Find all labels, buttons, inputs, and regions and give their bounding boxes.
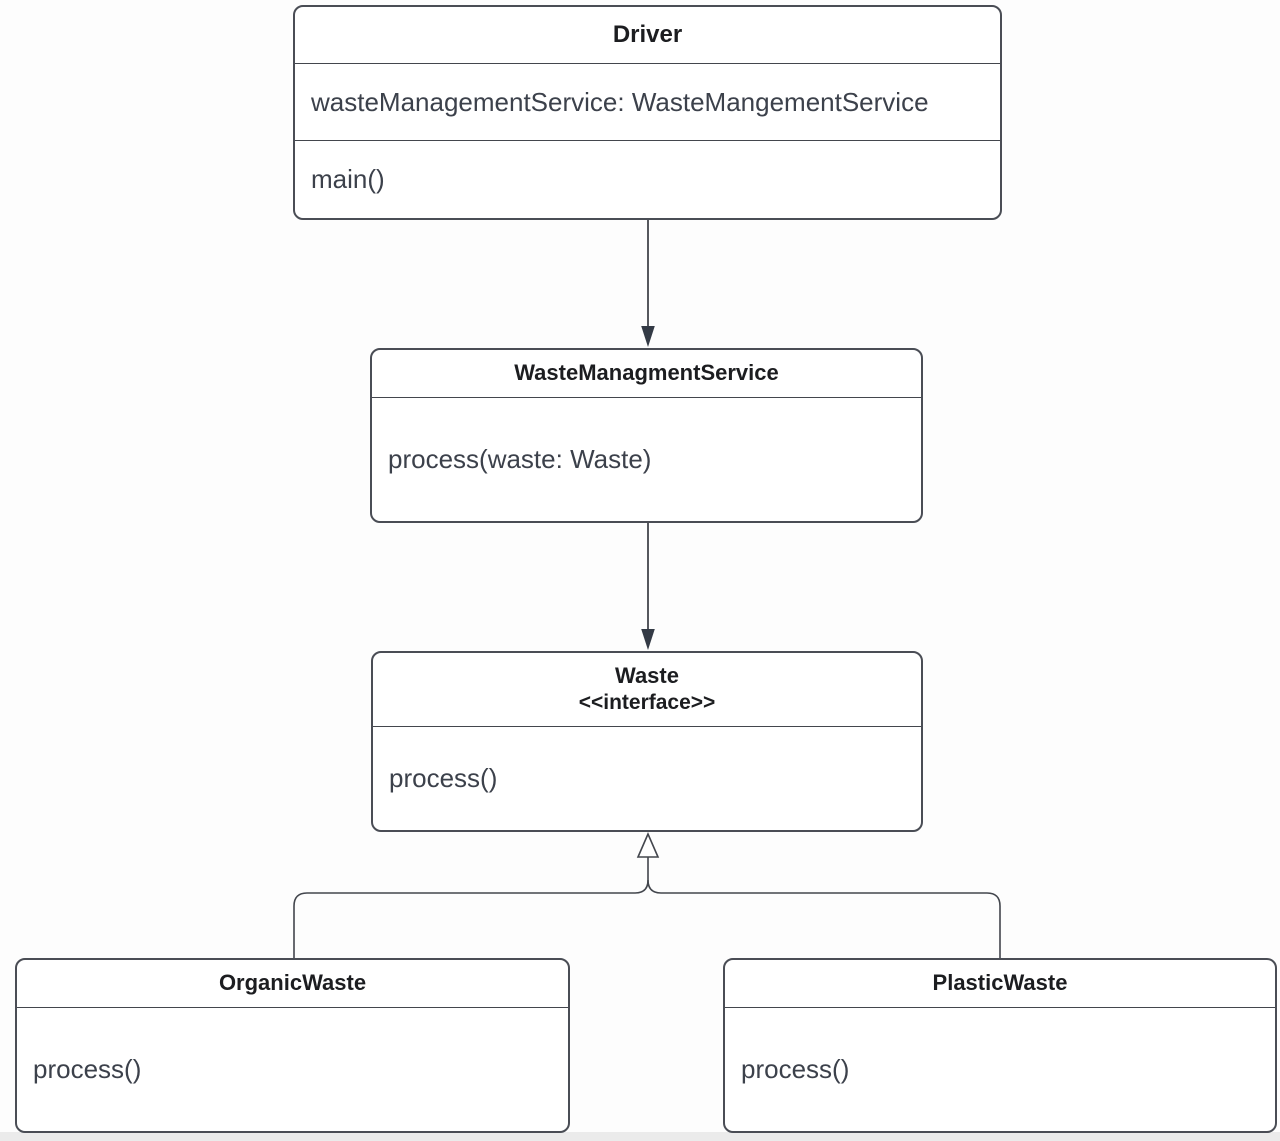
class-method: process() [389,763,498,793]
class-title-section: Waste <<interface>> [373,653,921,726]
class-box-plasticwaste[interactable]: PlasticWaste process() [723,958,1277,1133]
class-box-waste-interface[interactable]: Waste <<interface>> process() [371,651,923,832]
class-box-driver[interactable]: Driver wasteManagementService: WasteMang… [293,5,1002,220]
page-edge-strip [0,1132,1280,1141]
class-name: PlasticWaste [932,970,1068,996]
class-title-section: WasteManagmentService [372,350,921,397]
class-title-section: PlasticWaste [725,960,1275,1007]
class-name: Driver [612,21,683,49]
class-method: main() [311,164,385,194]
filled-arrowhead-icon [641,326,655,347]
association-arrow-driver-to-wastemanagmentservice[interactable] [641,220,655,347]
class-attribute: wasteManagementService: WasteMangementSe… [311,86,929,117]
association-arrow-wastemanagmentservice-to-waste[interactable] [641,523,655,650]
class-method: process() [741,1054,850,1084]
class-title-section: Driver [295,7,1000,63]
class-methods-section: process(waste: Waste) [372,397,921,521]
class-box-wastemanagmentservice[interactable]: WasteManagmentService process(waste: Was… [370,348,923,523]
class-title-section: OrganicWaste [17,960,568,1007]
class-attributes-section: wasteManagementService: WasteMangementSe… [295,63,1000,140]
filled-arrowhead-icon [641,629,655,650]
hollow-triangle-icon [636,831,660,858]
class-methods-section: process() [373,726,921,830]
class-box-organicwaste[interactable]: OrganicWaste process() [15,958,570,1133]
class-name: Waste [615,663,679,689]
class-methods-section: process() [725,1007,1275,1131]
generalization-connector[interactable] [293,831,1001,959]
class-methods-section: main() [295,140,1000,218]
class-method: process() [33,1054,142,1084]
class-stereotype: <<interface>> [578,691,716,715]
class-name: OrganicWaste [218,970,367,996]
class-method: process(waste: Waste) [388,444,652,474]
class-methods-section: process() [17,1007,568,1131]
class-name: WasteManagmentService [514,360,779,386]
